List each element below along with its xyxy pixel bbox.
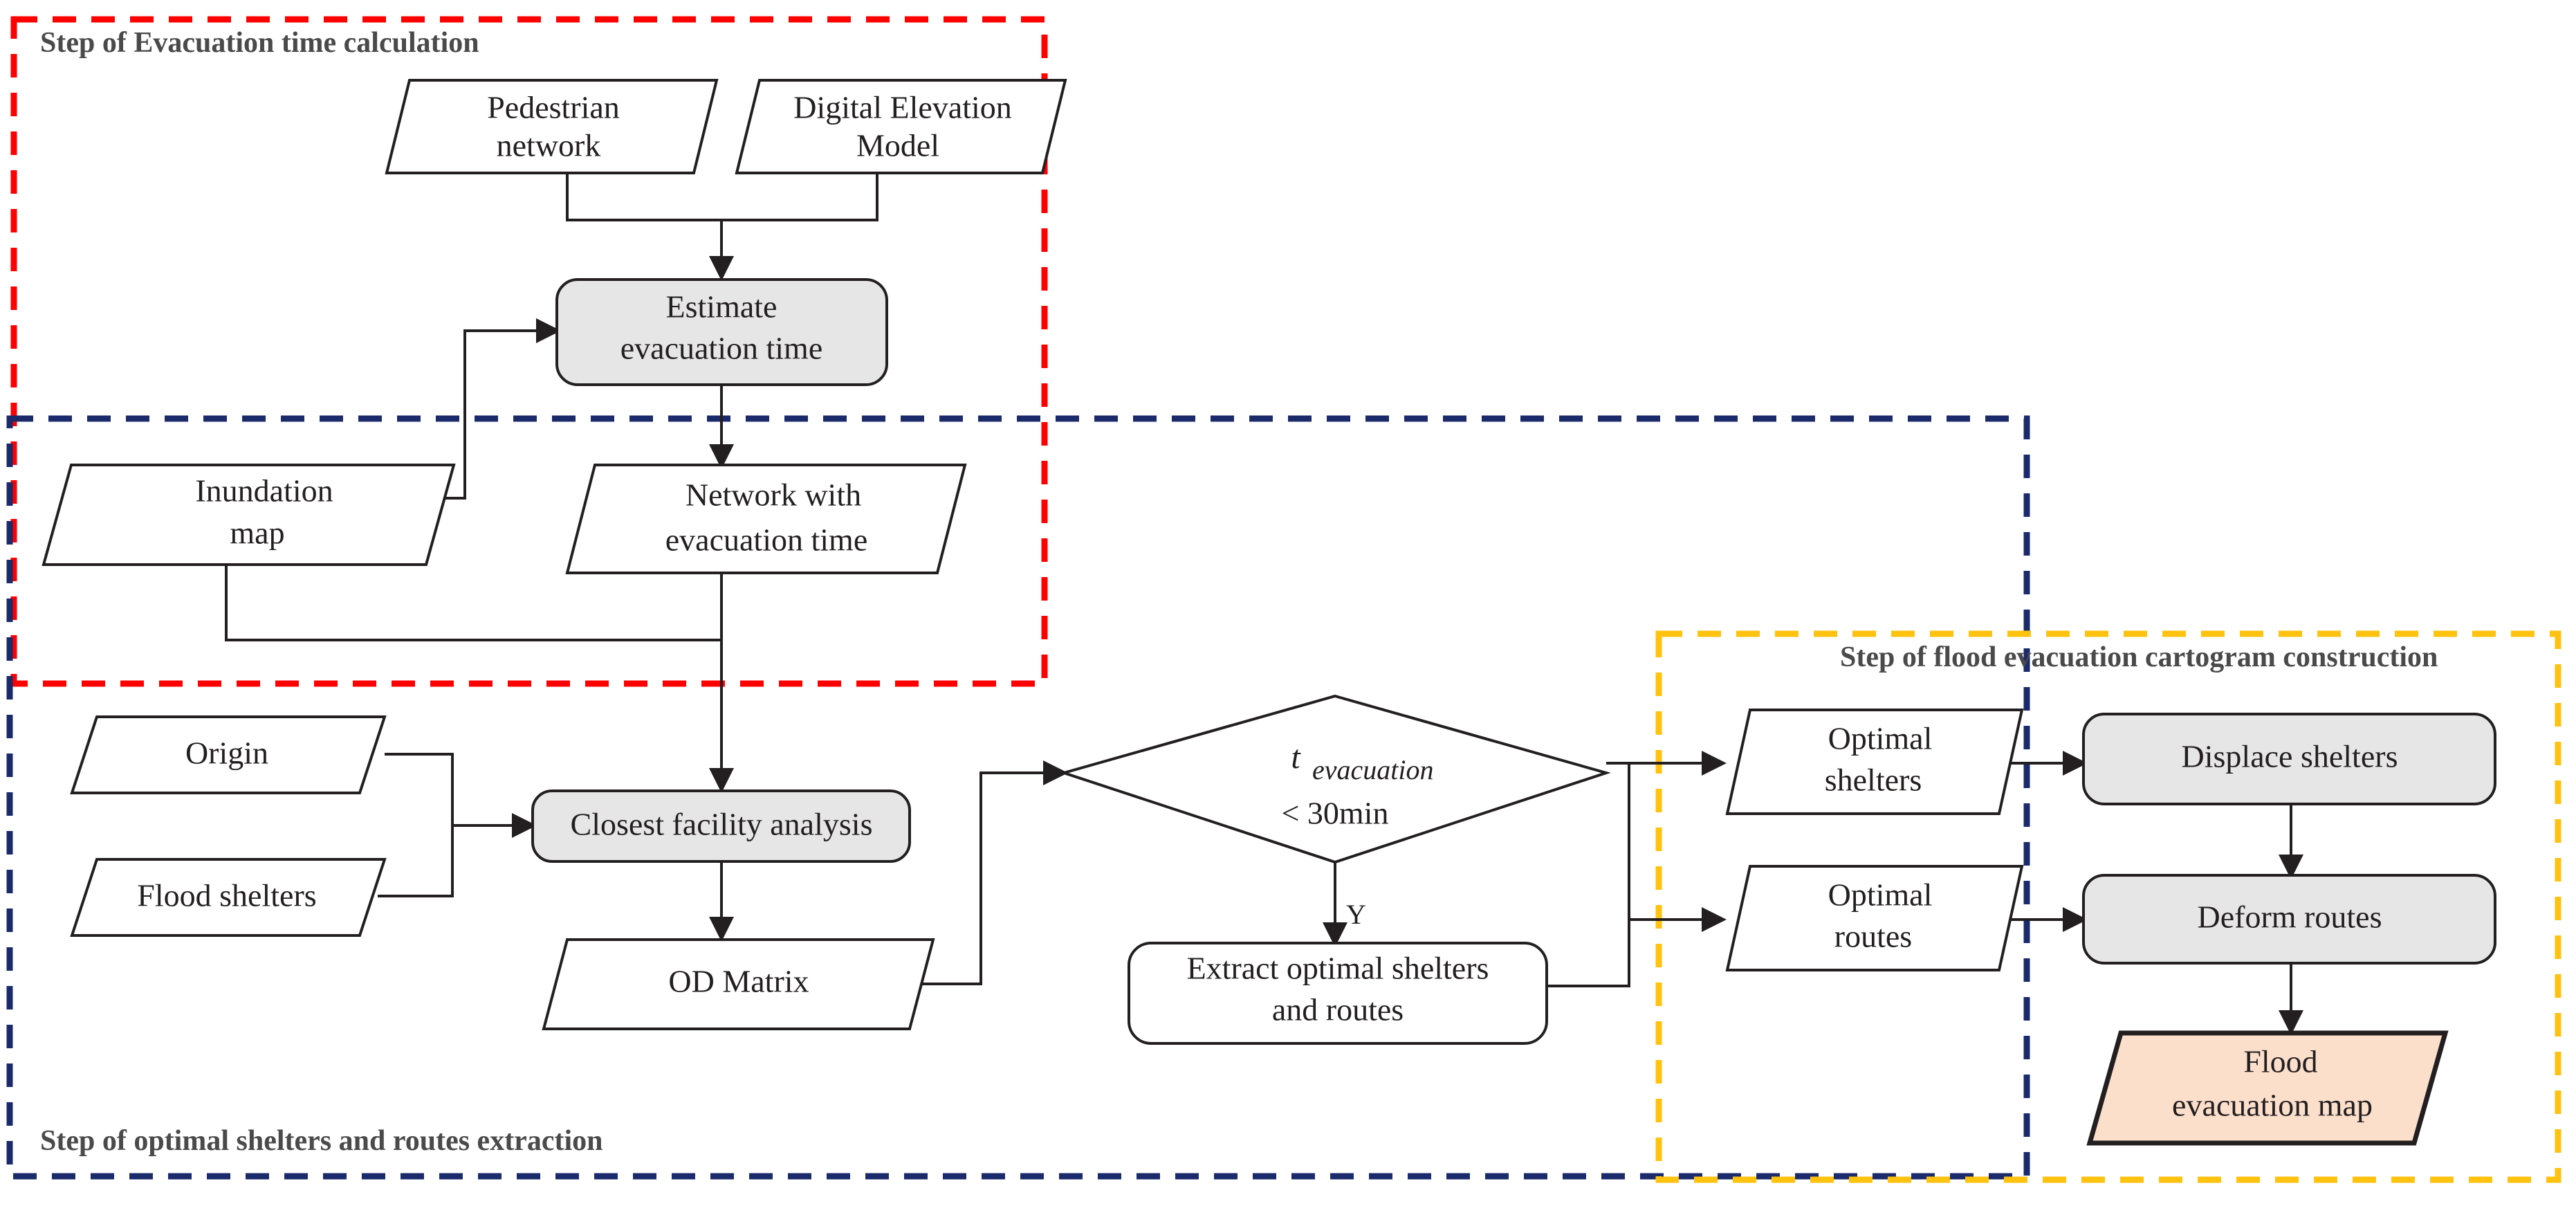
connector-pedestrian-to-estimate	[566, 173, 813, 221]
node-closest-facility-label: Closest facility analysis	[571, 807, 873, 842]
node-inundation-map[interactable]	[42, 464, 456, 566]
node-flood-map-line1: Flood	[2243, 1044, 2317, 1079]
group-label-step-cartogram: Step of flood evacuation cartogram const…	[1840, 641, 2438, 673]
node-estimate-line1: Estimate	[666, 289, 778, 325]
node-optimal-routes[interactable]	[1725, 865, 2024, 971]
node-optimal-shelters[interactable]	[1725, 709, 2024, 815]
node-decision-math-sub: evacuation	[1312, 754, 1434, 785]
node-decision-evacuation-time[interactable]	[1059, 694, 1611, 864]
node-network-line1: Network with	[686, 477, 861, 513]
node-extract-optimal[interactable]	[1128, 942, 1548, 1045]
node-deform-routes[interactable]	[2082, 874, 2496, 965]
node-dem-line2: Model	[856, 128, 939, 163]
group-box-step-evacuation-time	[10, 16, 1048, 687]
node-estimate-evacuation-time[interactable]	[555, 278, 888, 386]
group-label-step-optimal-shelters: Step of optimal shelters and routes extr…	[40, 1125, 602, 1157]
connector-od-to-decision	[910, 760, 1068, 985]
node-flood-evacuation-map[interactable]	[2086, 1030, 2449, 1146]
node-displace-shelters-label: Displace shelters	[2182, 739, 2398, 774]
node-optimal-shelters-line2: shelters	[1825, 762, 1922, 798]
node-extract-line2: and routes	[1272, 992, 1404, 1027]
node-estimate-line2: evacuation time	[620, 331, 823, 366]
node-optimal-routes-line1: Optimal	[1828, 877, 1933, 913]
node-digital-elevation-model[interactable]	[735, 79, 1067, 174]
node-network-line2: evacuation time	[665, 522, 868, 558]
node-od-matrix-label: OD Matrix	[668, 964, 809, 999]
node-od-matrix[interactable]	[542, 938, 935, 1030]
connector-inundation-to-odline	[225, 565, 721, 641]
connector-origin-to-closest-facility	[385, 753, 454, 825]
node-displace-shelters[interactable]	[2082, 713, 2496, 805]
node-flood-map-line2: evacuation map	[2172, 1088, 2373, 1123]
node-decision-threshold: < 30min	[1281, 796, 1388, 831]
node-optimal-shelters-line1: Optimal	[1828, 721, 1933, 756]
connector-dem-to-estimate	[813, 173, 878, 221]
node-inundation-line1: Inundation	[195, 473, 333, 509]
node-optimal-routes-line2: routes	[1834, 919, 1912, 954]
connector-shelters-to-closest-facility	[378, 825, 454, 897]
edge-label-decision-yes: Y	[1346, 899, 1366, 930]
node-decision-math-var: t	[1291, 739, 1301, 776]
node-network-with-evacuation-time[interactable]	[565, 464, 967, 574]
node-inundation-line2: map	[230, 515, 284, 551]
group-box-step-optimal-shelters	[6, 415, 2030, 1180]
node-pedestrian-network-line2: network	[497, 128, 601, 163]
group-box-step-cartogram	[1655, 630, 2561, 1183]
node-pedestrian-network[interactable]	[385, 79, 719, 174]
node-extract-line1: Extract optimal shelters	[1187, 951, 1489, 986]
node-flood-shelters-label: Flood shelters	[137, 878, 316, 913]
node-deform-routes-label: Deform routes	[2198, 899, 2382, 935]
group-label-step-evacuation-time: Step of Evacuation time calculation	[40, 27, 479, 59]
node-flood-shelters[interactable]	[70, 858, 387, 937]
node-dem-line1: Digital Elevation	[793, 90, 1012, 125]
node-origin-label: Origin	[185, 736, 268, 771]
node-origin[interactable]	[70, 715, 387, 794]
connector-extract-to-split	[1547, 763, 1630, 987]
node-closest-facility-analysis[interactable]	[531, 789, 911, 863]
node-pedestrian-network-line1: Pedestrian	[487, 90, 620, 125]
